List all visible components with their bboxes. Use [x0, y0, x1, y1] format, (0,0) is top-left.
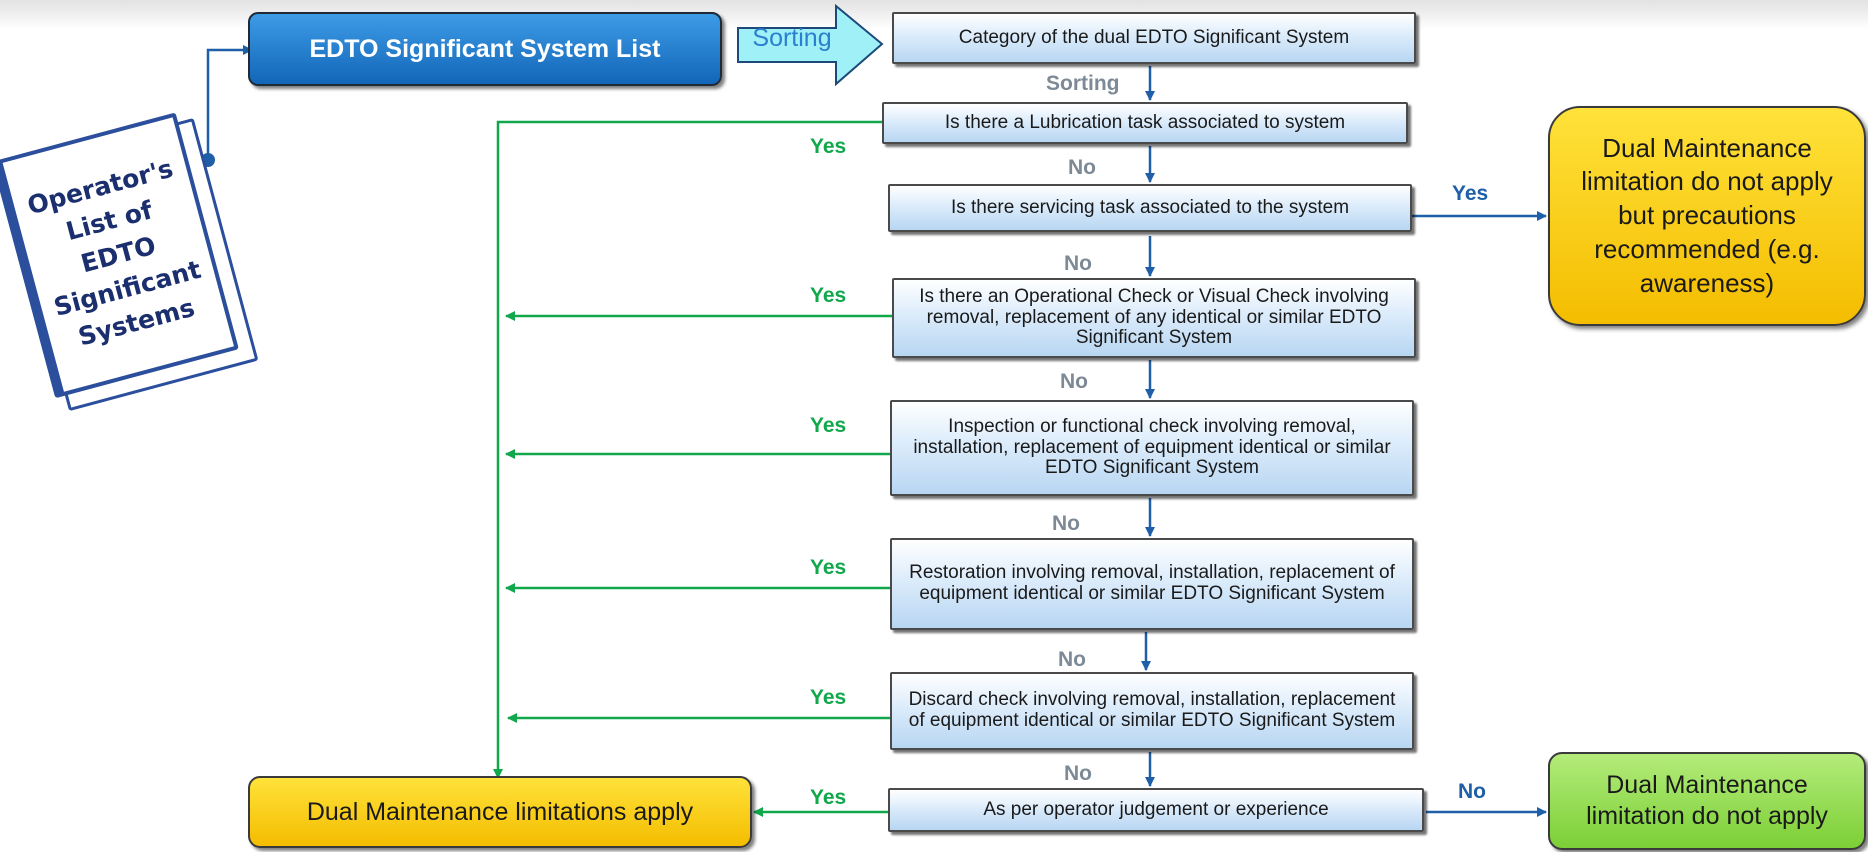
- precautions-outcome-text: Dual Maintenance limitation do not apply…: [1581, 132, 1833, 298]
- question-operator-judgement-text: As per operator judgement or experience: [983, 798, 1329, 820]
- question-operational-check: Is there an Operational Check or Visual …: [892, 278, 1416, 358]
- sorting-label: Sorting: [1046, 72, 1120, 95]
- question-inspection: Inspection or functional check involving…: [890, 400, 1414, 496]
- yes-label-inspection: Yes: [810, 414, 847, 437]
- sorting-arrow-label: Sorting: [752, 24, 832, 52]
- no-label-restoration: No: [1058, 648, 1086, 671]
- precautions-outcome-box: Dual Maintenance limitation do not apply…: [1548, 106, 1866, 326]
- question-restoration-text: Restoration involving removal, installat…: [909, 562, 1395, 604]
- no-label-operational: No: [1060, 370, 1088, 393]
- question-servicing-text: Is there servicing task associated to th…: [950, 196, 1350, 218]
- yes-label-discard: Yes: [810, 686, 847, 709]
- edto-system-list-title: EDTO Significant System List: [309, 34, 661, 63]
- question-discard-text: Discard check involving removal, install…: [908, 689, 1396, 731]
- limitation-not-apply-box: Dual Maintenance limitation do not apply: [1548, 752, 1866, 850]
- question-lubrication-text: Is there a Lubrication task associated t…: [944, 111, 1346, 133]
- limitation-not-apply-line-1: Dual Maintenance: [1606, 770, 1808, 799]
- yes-label-judgement: Yes: [810, 786, 847, 809]
- limitation-not-apply-line-2: limitation do not apply: [1586, 802, 1828, 830]
- no-label-lubrication: No: [1068, 156, 1096, 179]
- no-label-inspection: No: [1052, 512, 1080, 535]
- question-inspection-text: Inspection or functional check involving…: [913, 415, 1391, 479]
- no-label-servicing: No: [1064, 252, 1092, 275]
- question-discard: Discard check involving removal, install…: [890, 672, 1414, 750]
- yes-label-lubrication: Yes: [810, 135, 847, 158]
- category-text: Category of the dual EDTO Significant Sy…: [958, 26, 1350, 48]
- question-operator-judgement: As per operator judgement or experience: [888, 788, 1424, 832]
- edto-system-list-box: EDTO Significant System List: [248, 12, 722, 86]
- question-servicing: Is there servicing task associated to th…: [888, 184, 1412, 232]
- question-operational-check-text: Is there an Operational Check or Visual …: [919, 285, 1389, 349]
- limitations-apply-box: Dual Maintenance limitations apply: [248, 776, 752, 848]
- category-box: Category of the dual EDTO Significant Sy…: [892, 12, 1416, 64]
- yes-label-operational: Yes: [810, 284, 847, 307]
- no-label-judgement: No: [1458, 780, 1486, 803]
- question-lubrication: Is there a Lubrication task associated t…: [882, 102, 1408, 144]
- yes-label-servicing: Yes: [1452, 182, 1489, 205]
- sorting-arrow-shape: [737, 3, 884, 87]
- no-label-discard: No: [1064, 762, 1092, 785]
- question-restoration: Restoration involving removal, installat…: [890, 538, 1414, 630]
- limitations-apply-text: Dual Maintenance limitations apply: [306, 797, 694, 826]
- yes-label-restoration: Yes: [810, 556, 847, 579]
